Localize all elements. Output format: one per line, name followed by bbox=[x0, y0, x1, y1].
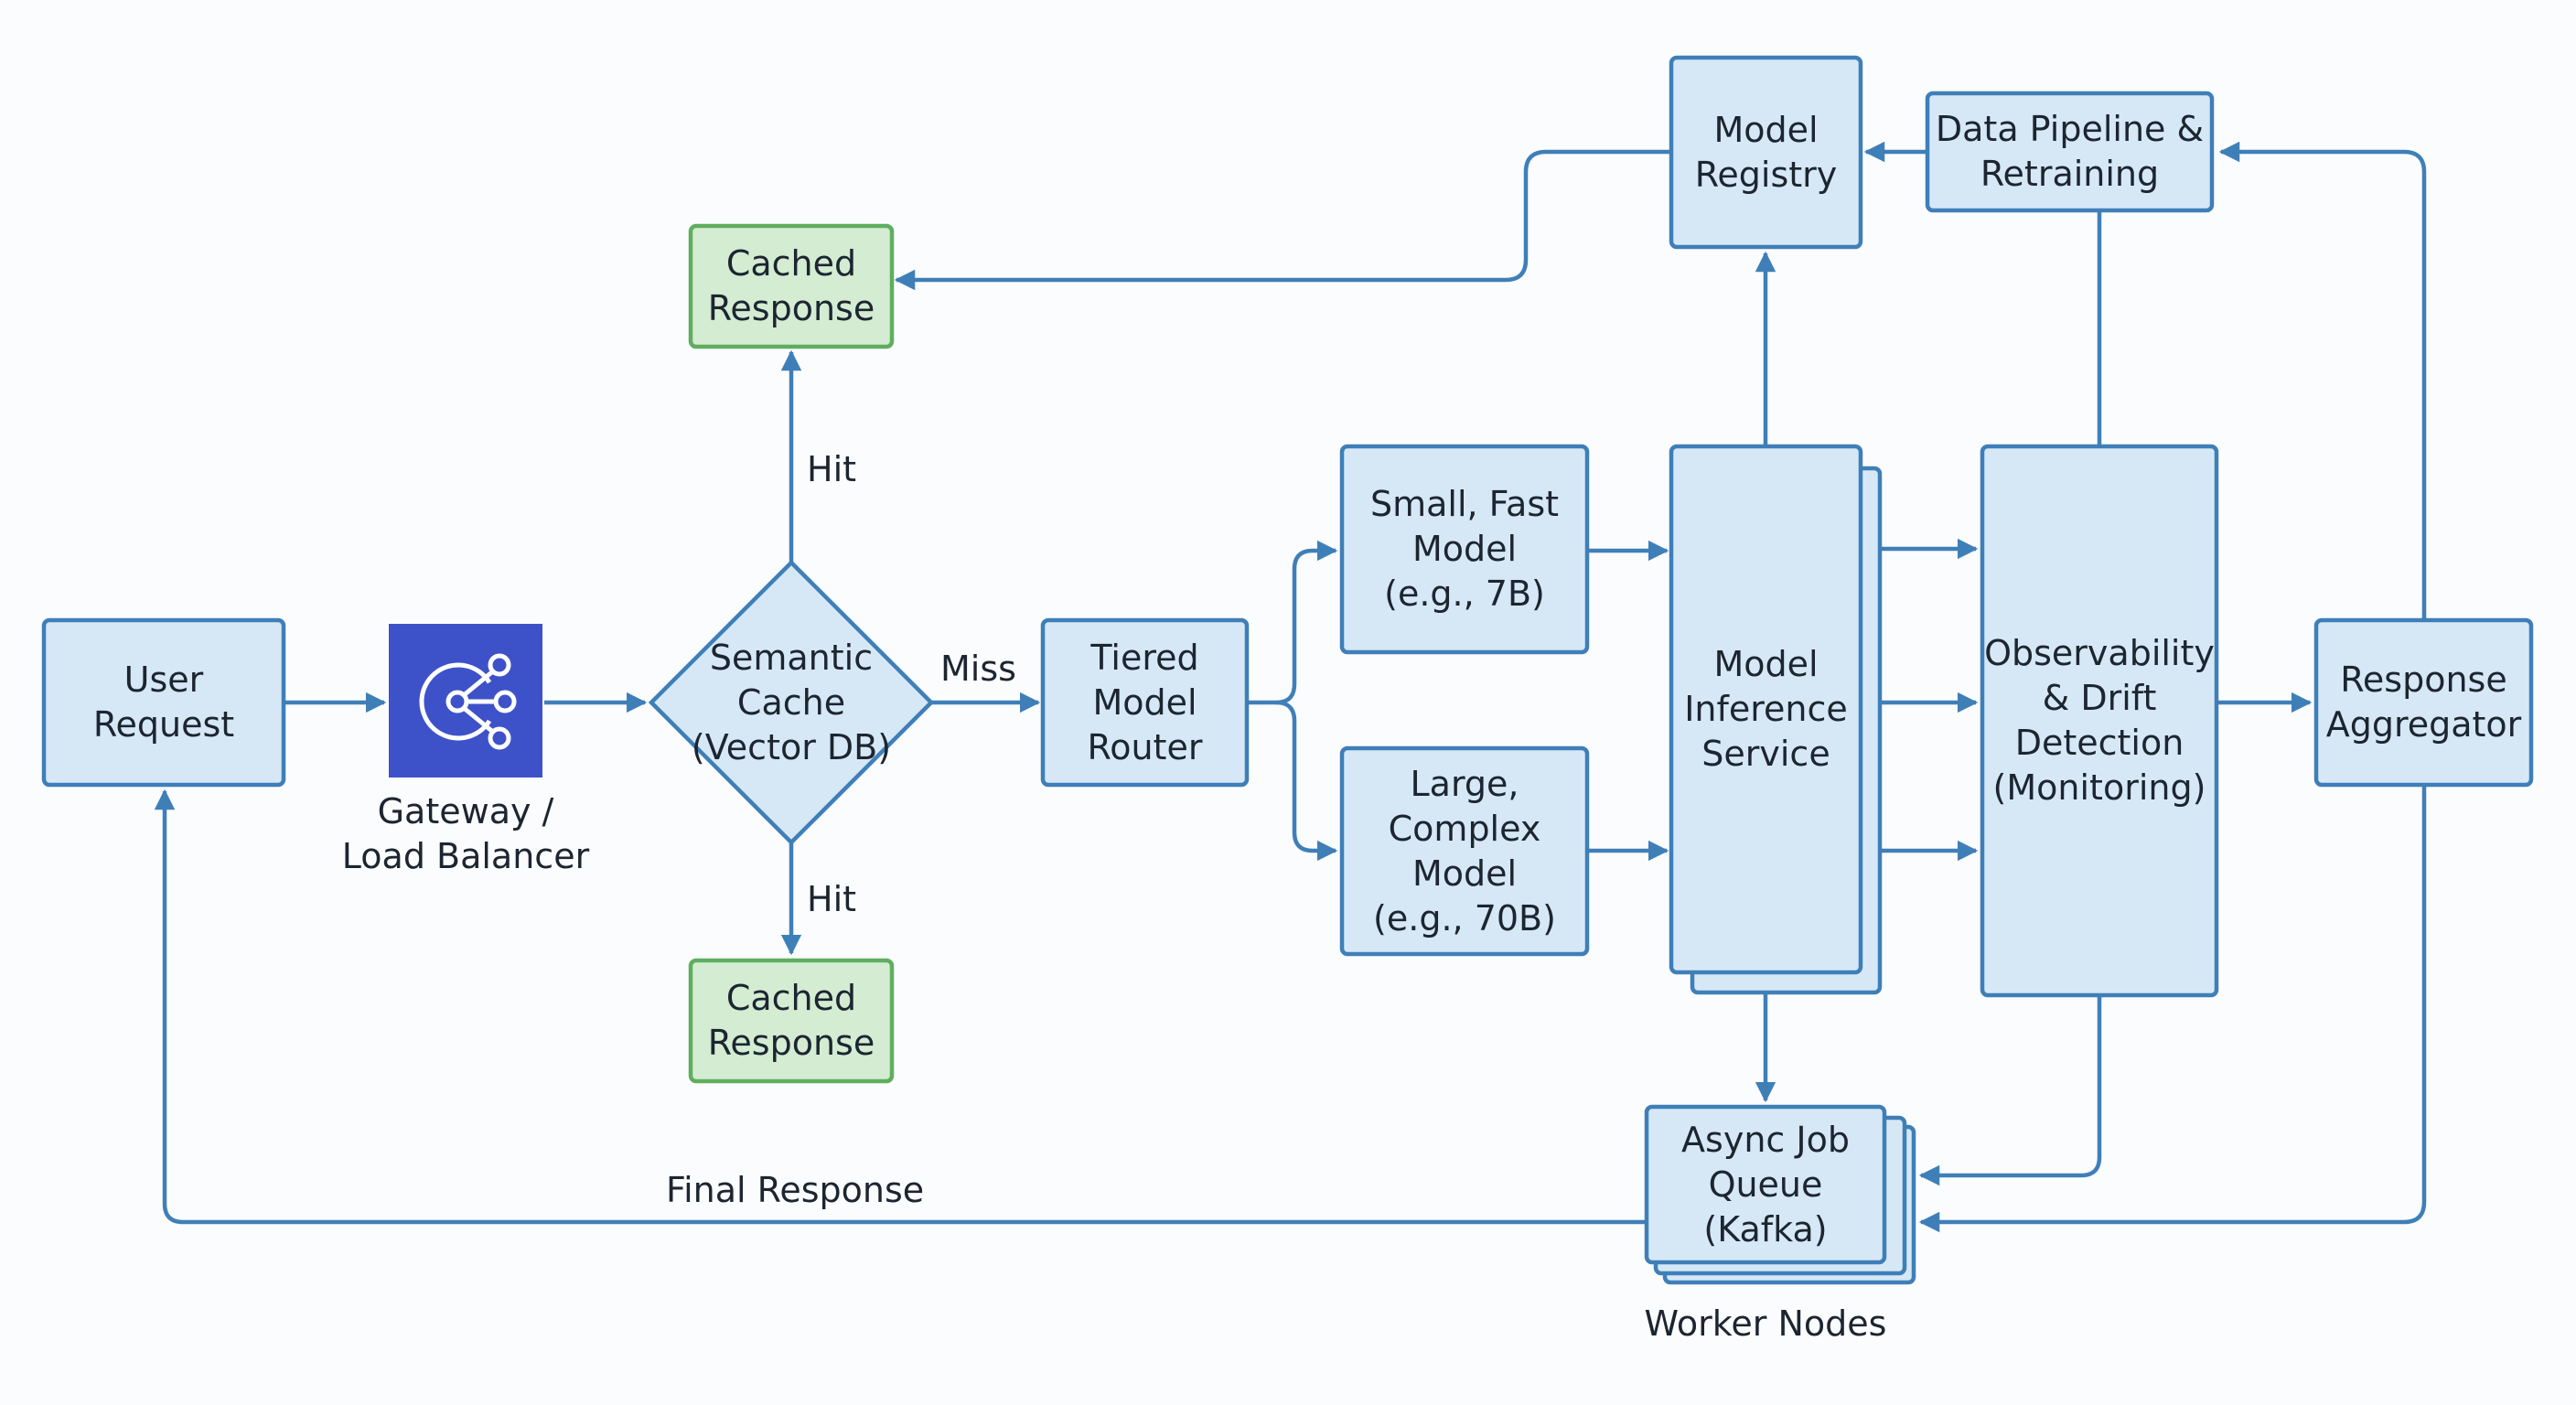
model-registry-box bbox=[1669, 55, 1863, 250]
response-aggregator-label: Response Aggregator bbox=[2325, 660, 2522, 745]
cached-response-bottom-box bbox=[688, 958, 895, 1084]
data-pipeline-box bbox=[1925, 91, 2215, 213]
user-request-label: User Request bbox=[92, 660, 235, 745]
edge-aggregator-to-pipeline bbox=[2218, 141, 2427, 620]
async-queue-box bbox=[1644, 1104, 1887, 1265]
load-balancer-icon bbox=[419, 653, 517, 750]
small-model-box bbox=[1339, 444, 1590, 655]
large-model-box bbox=[1339, 745, 1590, 957]
edge-aggregator-to-queue bbox=[1918, 785, 2427, 1233]
gateway-label: Gateway / Load Balancer bbox=[341, 791, 590, 876]
worker-nodes-label: Worker Nodes bbox=[1644, 1303, 1887, 1344]
tiered-router-box bbox=[1040, 617, 1250, 788]
hit-bottom-label: Hit bbox=[807, 879, 857, 919]
small-model-label: Small, Fast Model (e.g., 7B) bbox=[1369, 484, 1560, 614]
cached-response-bottom-label: Cached Response bbox=[707, 978, 875, 1063]
observability-box bbox=[1980, 444, 2219, 998]
large-model-label: Large, Complex Model (e.g., 70B) bbox=[1373, 763, 1556, 938]
response-aggregator-box bbox=[2313, 617, 2534, 788]
tiered-router-label: Tiered Model Router bbox=[1087, 637, 1203, 767]
async-queue-label: Async Job Queue (Kafka) bbox=[1681, 1119, 1850, 1249]
edge-registry-to-cached-response bbox=[894, 149, 1671, 291]
edge-obs-to-queue bbox=[1918, 995, 2102, 1186]
inference-service-box bbox=[1669, 444, 1863, 975]
edge-router-to-large bbox=[1275, 700, 1338, 862]
observability-label: Observability & Drift Detection (Monitor… bbox=[1984, 633, 2215, 808]
edge-router-to-small bbox=[1247, 540, 1338, 705]
cached-response-top-box bbox=[688, 223, 895, 349]
edges bbox=[154, 141, 2427, 1233]
miss-label: Miss bbox=[940, 649, 1016, 689]
edge-final-response bbox=[154, 788, 1647, 1225]
user-request-box bbox=[41, 617, 286, 788]
semantic-cache-diamond bbox=[648, 559, 935, 846]
model-registry-label: Model Registry bbox=[1694, 109, 1838, 195]
final-response-label: Final Response bbox=[666, 1170, 925, 1210]
nodes bbox=[41, 55, 2534, 1285]
cached-response-top-label: Cached Response bbox=[707, 243, 875, 328]
hit-top-label: Hit bbox=[807, 449, 857, 489]
inference-service-label: Model Inference Service bbox=[1684, 644, 1848, 774]
semantic-cache-label: Semantic Cache (Vector DB) bbox=[691, 637, 892, 767]
data-pipeline-label: Data Pipeline & Retraining bbox=[1935, 109, 2205, 194]
